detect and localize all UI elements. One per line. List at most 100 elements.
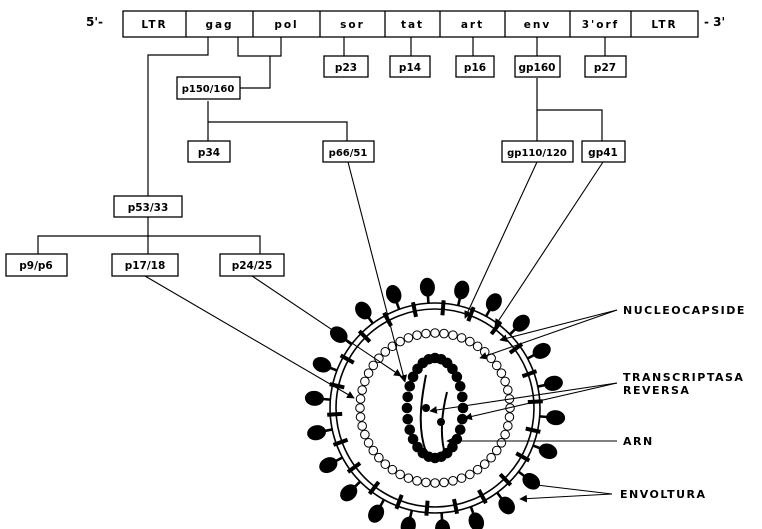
p150-to-p66-line — [208, 122, 347, 141]
capsomer — [501, 377, 510, 386]
spike-knob — [530, 340, 554, 362]
protein-box-p24-25: p24/25 — [220, 254, 284, 276]
virion-illustration — [304, 277, 565, 529]
core-bead — [408, 434, 419, 445]
capsomer — [404, 474, 413, 483]
membrane-bar — [327, 414, 342, 415]
core-bead-ring — [402, 353, 469, 464]
p53-to-p24-line — [148, 236, 260, 254]
gene-label: sor — [340, 19, 365, 31]
svg-text:p34: p34 — [198, 147, 220, 159]
p53-to-p9-line — [38, 216, 148, 254]
svg-text:gp110/120: gp110/120 — [507, 148, 567, 159]
spike-knob — [306, 423, 328, 442]
gene-label: env — [524, 19, 551, 31]
capsomer — [504, 422, 513, 431]
svg-text:p23: p23 — [335, 62, 357, 74]
capsomer — [480, 460, 489, 469]
spike-knob — [546, 409, 566, 425]
protein-box-gp160: gp160 — [515, 56, 560, 77]
core-bead — [457, 392, 468, 403]
capsomer — [364, 439, 373, 448]
spike-knob — [352, 298, 375, 322]
gag-to-p53-line — [148, 37, 208, 196]
capsomer — [369, 446, 378, 455]
capsomer — [381, 460, 390, 469]
capsomer — [440, 478, 449, 487]
core-bead — [455, 424, 466, 435]
gp160-to-gp41-line — [537, 78, 602, 141]
label-arn: ARN — [623, 435, 654, 448]
membrane-bar — [442, 300, 443, 315]
capsomer — [431, 329, 440, 338]
reverse-transcriptase-dot — [437, 418, 445, 426]
arrow-p17-to-membrane — [145, 276, 354, 398]
spike-knob — [310, 354, 333, 375]
capsomer — [501, 430, 510, 439]
svg-text:p9/p6: p9/p6 — [19, 260, 52, 272]
spike-knob — [483, 290, 505, 314]
capsomer — [497, 439, 506, 448]
spike-knob — [365, 502, 387, 526]
reverse-transcriptase-dot — [422, 404, 430, 412]
arrow-envoltura-1 — [528, 484, 612, 494]
protein-box-p23: p23 — [324, 56, 368, 77]
membrane-bar — [500, 474, 511, 485]
capsomer — [388, 465, 397, 474]
svg-text:gp160: gp160 — [519, 62, 556, 74]
svg-text:p24/25: p24/25 — [232, 260, 273, 272]
capsomer — [466, 470, 475, 479]
core-bead — [458, 403, 469, 414]
core-bead — [404, 424, 415, 435]
protein-box-p27: p27 — [585, 56, 626, 77]
core-bead — [402, 403, 413, 414]
capsomer — [375, 453, 384, 462]
capsomer — [358, 422, 367, 431]
svg-text:p14: p14 — [399, 62, 421, 74]
protein-box-p14: p14 — [390, 56, 430, 77]
protein-box-p53-33: p53/33 — [114, 196, 182, 217]
capsomer — [505, 413, 514, 422]
label-envoltura: ENVOLTURA — [620, 488, 707, 501]
gene-label: pol — [274, 19, 298, 31]
spike-knob — [419, 277, 435, 297]
capsomer — [356, 404, 365, 413]
five-prime-end-label: 5'- — [86, 15, 103, 29]
gene-label: LTR — [141, 19, 167, 31]
capsomer — [457, 474, 466, 483]
capsomer — [497, 369, 506, 378]
capsomer — [361, 377, 370, 386]
spike-knob — [452, 279, 471, 301]
gene-label: 3'orf — [582, 19, 619, 31]
core-bead — [404, 381, 415, 392]
capsomer — [396, 337, 405, 346]
capsomer — [396, 470, 405, 479]
capsomer — [440, 329, 449, 338]
capsomer — [492, 361, 501, 370]
protein-box-p150-160: p150/160 — [177, 77, 240, 99]
capsomer — [422, 478, 431, 487]
glycoprotein-spikes — [304, 277, 565, 529]
protein-box-gp110-120: gp110/120 — [502, 141, 573, 162]
spike-knob — [399, 515, 418, 529]
gene-label: art — [461, 19, 484, 31]
core-bead — [455, 381, 466, 392]
protein-box-gp41: gp41 — [582, 141, 625, 162]
svg-text:p66/51: p66/51 — [329, 148, 368, 159]
svg-text:p17/18: p17/18 — [125, 260, 166, 272]
spike-knob — [435, 519, 451, 529]
nucleocapsid-ring — [356, 329, 515, 488]
spike-knob — [383, 283, 404, 306]
rna-strand-1 — [421, 375, 426, 452]
capsomer — [466, 337, 475, 346]
capsomer — [487, 453, 496, 462]
capsomer — [449, 331, 458, 340]
capsomer — [364, 369, 373, 378]
capsomer — [457, 334, 466, 343]
arrow-p66-to-core — [348, 162, 405, 382]
svg-text:p16: p16 — [464, 62, 486, 74]
svg-text:p27: p27 — [594, 62, 616, 74]
arrow-gp120-to-spike — [465, 162, 537, 318]
